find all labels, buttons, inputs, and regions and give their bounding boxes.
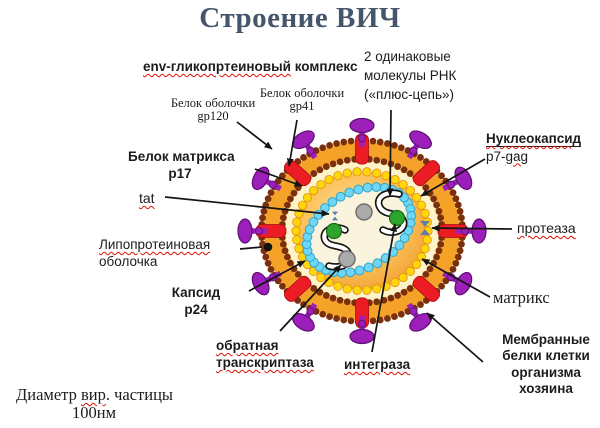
label-env-complex: env-гликопртеиновый комплекс xyxy=(143,59,357,76)
membrane-line4: хозяина xyxy=(519,380,573,396)
rt-line2: транскриптаза xyxy=(216,355,314,370)
env-complex-misspelled-word: env-гликопртеиновый xyxy=(143,59,291,74)
label-gp41: Белок оболочки gp41 xyxy=(258,86,346,114)
rna-line1: 2 одинаковые xyxy=(364,49,451,64)
membrane-line3: организма xyxy=(511,364,581,380)
gp41-line2: gp41 xyxy=(289,99,315,114)
label-nucleocapsid: Нуклеокапсид p7-gag xyxy=(486,130,582,165)
diameter-word1: Диаметр xyxy=(16,385,81,404)
label-diameter: Диаметр вир. частицы 100нм xyxy=(16,385,173,422)
label-rna: 2 одинаковые молекулы РНК («плюс-цепь») xyxy=(364,47,456,104)
env-spikes xyxy=(237,117,487,345)
label-protease: протеаза xyxy=(517,220,576,236)
rt-line1: обратная xyxy=(216,338,279,353)
gp41-rods xyxy=(255,133,469,329)
nucleocapsid-p7: p7- xyxy=(486,148,506,164)
protease-marks xyxy=(331,211,430,235)
lipoprotein-line1: Липопротеиновая xyxy=(99,237,211,252)
capsid-line1: Капсид xyxy=(171,285,221,300)
diameter-rest: . частицы xyxy=(105,385,173,404)
matrix-protein-line2: p17 xyxy=(168,166,192,181)
membrane-line1: Мембранные xyxy=(502,332,590,347)
label-matrix-protein: Белок матрикса p17 xyxy=(128,148,235,182)
label-lipoprotein: Липопротеиновая оболочка xyxy=(99,237,210,270)
diameter-vir: вир xyxy=(80,385,106,404)
enzyme-particles xyxy=(325,203,406,268)
gp120-line1: Белок оболочки xyxy=(170,96,256,110)
lipoprotein-dot xyxy=(263,242,273,252)
rna-line3: («плюс-цепь») xyxy=(364,87,454,102)
label-reverse-transcriptase: обратная транскриптаза xyxy=(216,337,314,371)
nucleocapsid-line1: Нуклеокапсид xyxy=(486,131,582,146)
label-tat: tat xyxy=(139,190,155,206)
gp41-line1: Белок оболочки xyxy=(259,86,345,100)
membrane-line2: белки клетки xyxy=(502,348,590,364)
label-integrase: интеграза xyxy=(344,357,411,372)
gp120-line2: gp120 xyxy=(197,109,229,124)
label-gp120: Белок оболочки gp120 xyxy=(166,96,260,124)
rna-line2: молекулы РНК xyxy=(364,68,457,83)
env-complex-rest: комплекс xyxy=(294,59,358,74)
label-capsid: Капсид p24 xyxy=(166,285,226,318)
nucleocapsid-gag: gag xyxy=(505,148,529,164)
capsid-line2: p24 xyxy=(184,301,208,317)
label-matrix: матрикс xyxy=(493,288,550,307)
diameter-value: 100нм xyxy=(71,402,117,422)
label-membrane-proteins: Мембранные белки клетки организма хозяин… xyxy=(494,332,598,397)
connector-lines xyxy=(164,109,513,363)
diagram-title: Строение ВИЧ xyxy=(199,2,401,34)
lipoprotein-line2: оболочка xyxy=(99,253,158,269)
matrix-protein-line1: Белок матрикса xyxy=(128,149,235,164)
